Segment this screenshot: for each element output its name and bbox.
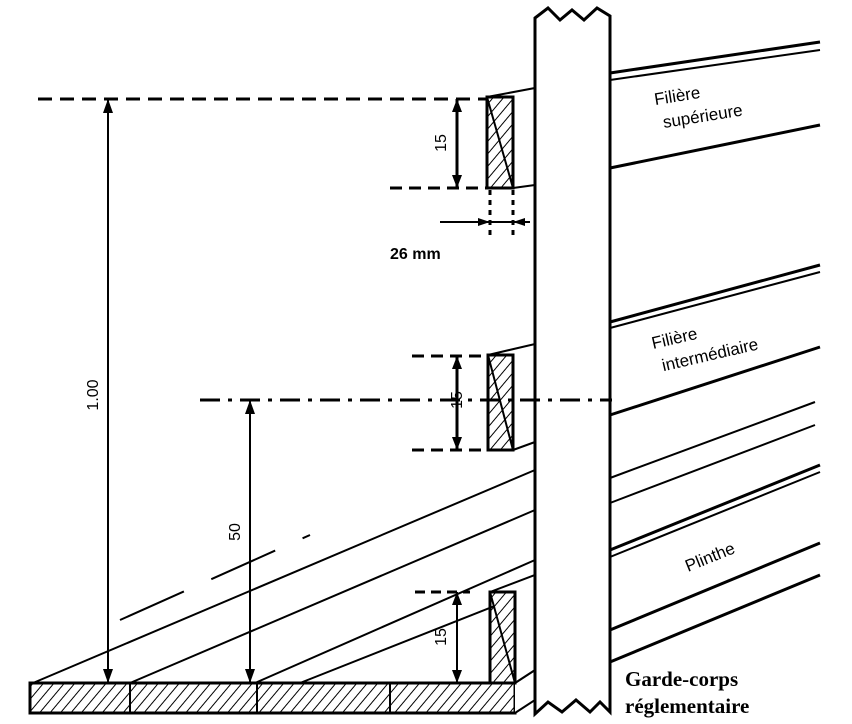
caption-line-1: Garde-corps: [625, 667, 738, 691]
arrowheads: [103, 99, 525, 683]
dim-middle-height: 50: [227, 523, 244, 541]
dim-middle-rail-height: 15: [449, 391, 466, 409]
rail-lines: [609, 40, 821, 664]
dim-toe-board-height: 15: [433, 628, 450, 646]
top-rail-section: [485, 86, 536, 190]
dim-gap: 26 mm: [390, 246, 441, 263]
dim-top-rail-height: 15: [433, 134, 450, 152]
label-toe-board: Plinthe: [682, 539, 737, 576]
floor-lines: [32, 469, 536, 684]
post: [533, 6, 612, 718]
caption-line-2: réglementaire: [625, 694, 749, 718]
middle-rail-section: [486, 342, 536, 452]
label-top-rail-1: Filière: [653, 83, 702, 109]
dimension-lines: [38, 97, 612, 683]
dim-total-height: 1.00: [85, 379, 102, 410]
toe-board-section: [488, 573, 536, 685]
